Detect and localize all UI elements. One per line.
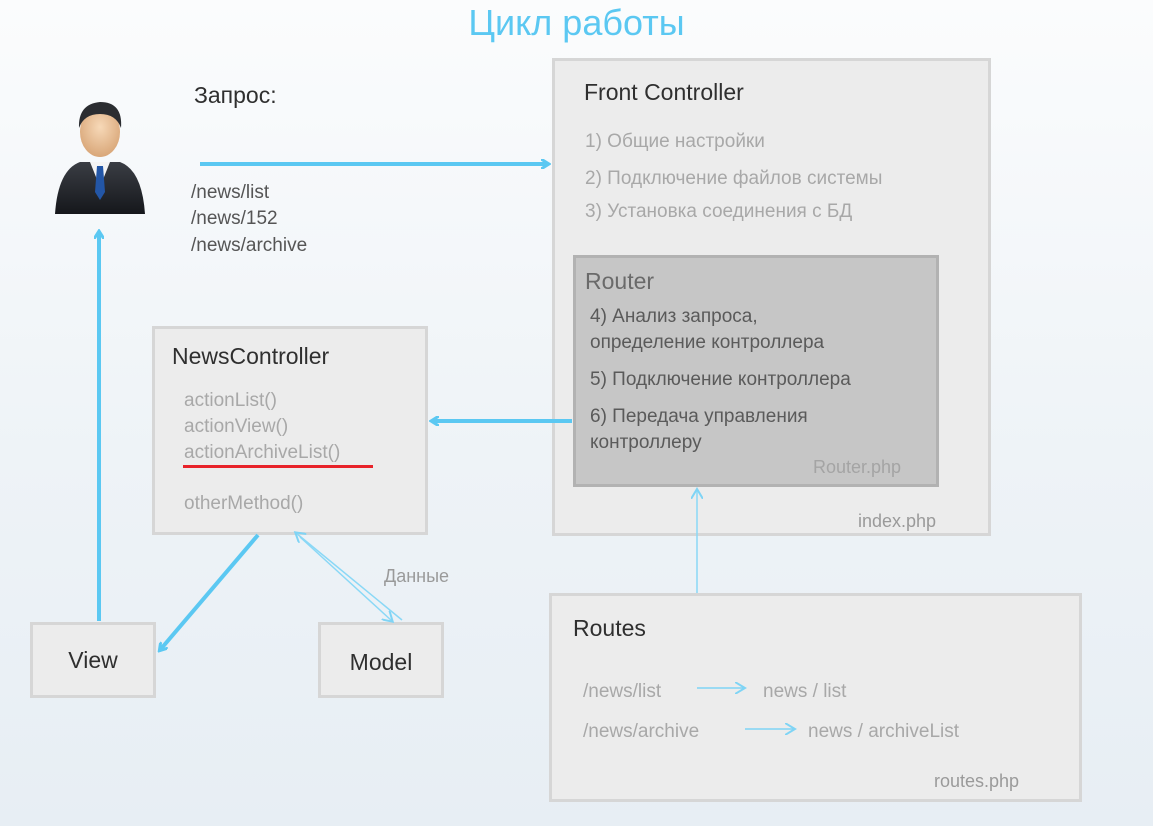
request-url-item: /news/152 — [191, 208, 278, 229]
method-action-list: actionList() — [184, 390, 277, 411]
controller-to-view-arrow — [160, 533, 260, 650]
router-step: 5) Подключение контроллера — [590, 369, 851, 390]
routes-file: routes.php — [934, 771, 1020, 791]
route-to: news / archiveList — [808, 721, 960, 742]
highlight-underline — [183, 465, 373, 468]
front-controller-title: Front Controller — [584, 79, 744, 105]
user-icon — [50, 92, 150, 217]
news-controller-title: NewsController — [172, 343, 330, 369]
view-box: View — [30, 622, 156, 698]
router-step: контроллеру — [590, 432, 702, 453]
front-controller-step: 3) Установка соединения с БД — [585, 201, 853, 222]
method-action-archive-list: actionArchiveList() — [184, 442, 341, 463]
method-action-view: actionView() — [184, 416, 289, 437]
route-from: /news/archive — [583, 721, 700, 742]
router-title: Router — [585, 268, 655, 294]
data-label: Данные — [384, 566, 450, 586]
router-step: определение контроллера — [590, 332, 825, 353]
front-controller-step: 1) Общие настройки — [585, 131, 765, 152]
request-url-archive: /news/archive — [191, 235, 308, 256]
router-file: Router.php — [813, 457, 902, 477]
routes-box: Routes /news/list news / list /news/arch… — [549, 593, 1082, 802]
controller-to-model-arrow — [299, 536, 392, 621]
router-box: Router 4) Анализ запроса, определение ко… — [573, 255, 939, 487]
front-controller-file: index.php — [858, 511, 937, 531]
router-step: 4) Анализ запроса, — [590, 306, 758, 327]
front-controller-step: 2) Подключение файлов системы — [585, 168, 883, 189]
diagram-title: Цикл работы — [468, 2, 685, 43]
request-url-list: /news/list — [191, 182, 270, 203]
route-from: /news/list — [583, 681, 662, 702]
routes-title: Routes — [573, 615, 646, 641]
model-box: Model — [318, 622, 444, 698]
router-step: 6) Передача управления — [590, 406, 808, 427]
view-label: View — [68, 647, 118, 673]
model-label: Model — [349, 649, 413, 675]
request-label: Запрос: — [194, 82, 277, 108]
news-controller-box: NewsController actionList() actionView()… — [152, 326, 428, 535]
model-to-controller-arrow — [296, 533, 403, 621]
method-other: otherMethod() — [184, 493, 304, 514]
route-to: news / list — [763, 681, 847, 702]
